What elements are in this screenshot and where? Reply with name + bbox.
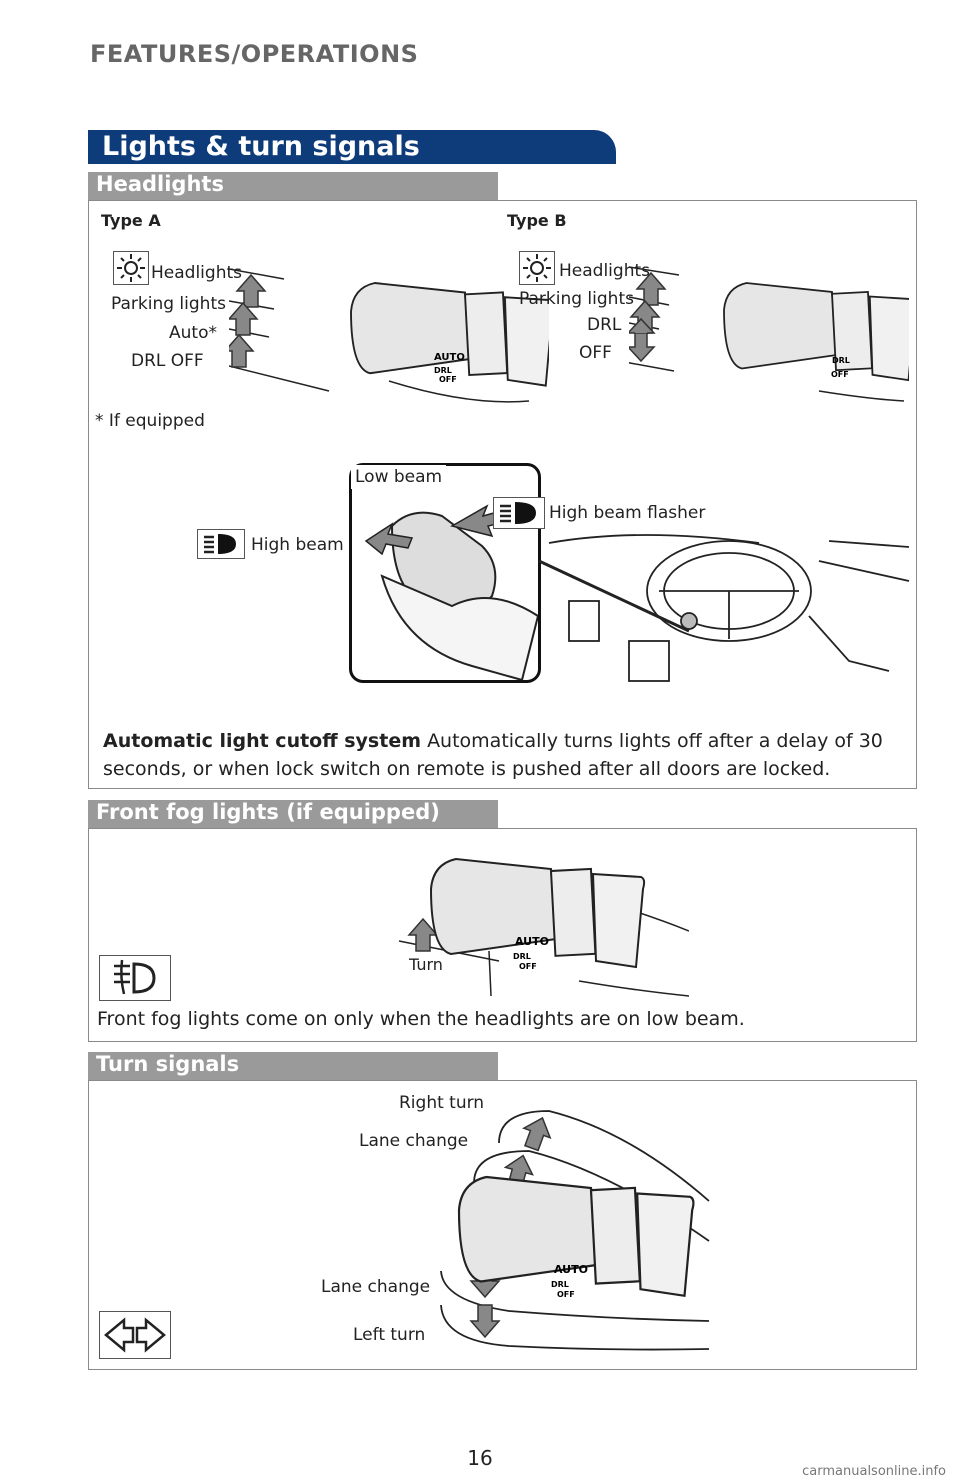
type-a-headlights: Headlights [151,263,242,283]
type-a-parking-lights: Parking lights [111,294,226,314]
low-beam-label: Low beam [355,467,443,487]
dashboard-steering-illustration [538,534,910,682]
type-b-drl: DRL [587,315,622,335]
fog-note: Front fog lights come on only when the h… [97,1008,745,1030]
svg-text:DRL: DRL [551,1280,569,1289]
page-number: 16 [467,1446,493,1470]
watermark: carmanualsonline.info [802,1464,946,1479]
type-a-auto: Auto* [169,323,217,343]
off-marking: OFF [439,375,457,384]
fog-heading: Front fog lights (if equipped) [96,800,440,824]
headlight-sun-icon [113,251,149,285]
high-beam-label: High beam [251,535,344,555]
auto-marking: AUTO [434,352,465,363]
svg-text:AUTO: AUTO [515,935,549,948]
svg-text:OFF: OFF [831,370,849,379]
right-turn-label: Right turn [399,1093,485,1113]
fog-heading-bar [88,800,498,828]
fog-light-icon [99,955,171,1001]
title-bar [88,130,616,164]
type-b-headlights: Headlights [559,261,650,281]
high-beam-flasher-label: High beam flasher [549,503,706,523]
turn-signal-arrows-icon [99,1311,171,1359]
cutoff-title: Automatic light cutoff system [103,730,422,752]
cutoff-text-2: seconds, or when lock switch on remote i… [103,758,831,780]
fog-turn-label: Turn [409,955,443,974]
high-beam-icon [197,529,245,559]
high-beam-icon [493,497,545,529]
low-beam-label-wrap: Low beam [351,465,447,489]
headlight-sun-icon [519,251,555,285]
turn-heading: Turn signals [96,1052,240,1076]
type-a-label: Type A [101,211,161,230]
type-b-parking-lights: Parking lights [519,289,634,309]
type-a-switch-diagram: AUTO DRL OFF [229,268,549,403]
footnote: * If equipped [95,411,205,431]
fog-switch-diagram: AUTO DRL OFF [398,858,689,997]
type-b-label: Type B [507,211,567,230]
left-turn-label: Left turn [353,1325,426,1345]
svg-text:DRL: DRL [832,356,850,365]
svg-text:OFF: OFF [519,962,537,971]
headlights-heading-bar [88,172,498,200]
type-b-off: OFF [579,343,612,363]
lane-change-down-label: Lane change [321,1277,431,1297]
svg-text:AUTO: AUTO [554,1263,588,1276]
svg-text:OFF: OFF [557,1290,575,1299]
drl-marking: DRL [434,366,452,375]
lane-change-up-label: Lane change [359,1131,469,1151]
turn-heading-bar [88,1052,498,1080]
turn-signals-panel: Right turn Lane change Lane change Left … [88,1080,917,1370]
fog-panel: Turn AUTO DRL OFF Front fog lights come … [88,828,917,1042]
svg-text:DRL: DRL [513,952,531,961]
turn-signal-diagram: AUTO DRL OFF [440,1110,710,1351]
type-b-switch-diagram: DRL OFF [629,266,909,402]
cutoff-text: Automatically turns lights off after a d… [427,730,883,752]
type-a-drl-off: DRL OFF [131,351,204,371]
cutoff-paragraph: Automatic light cutoff system Automatica… [103,727,903,783]
section-header: FEATURES/OPERATIONS [90,40,419,68]
page-title: Lights & turn signals [102,131,420,162]
beam-closeup-frame [349,463,541,683]
headlights-heading: Headlights [96,172,224,196]
headlights-panel: Type A Headlights Parking lights Auto* D… [88,200,917,789]
